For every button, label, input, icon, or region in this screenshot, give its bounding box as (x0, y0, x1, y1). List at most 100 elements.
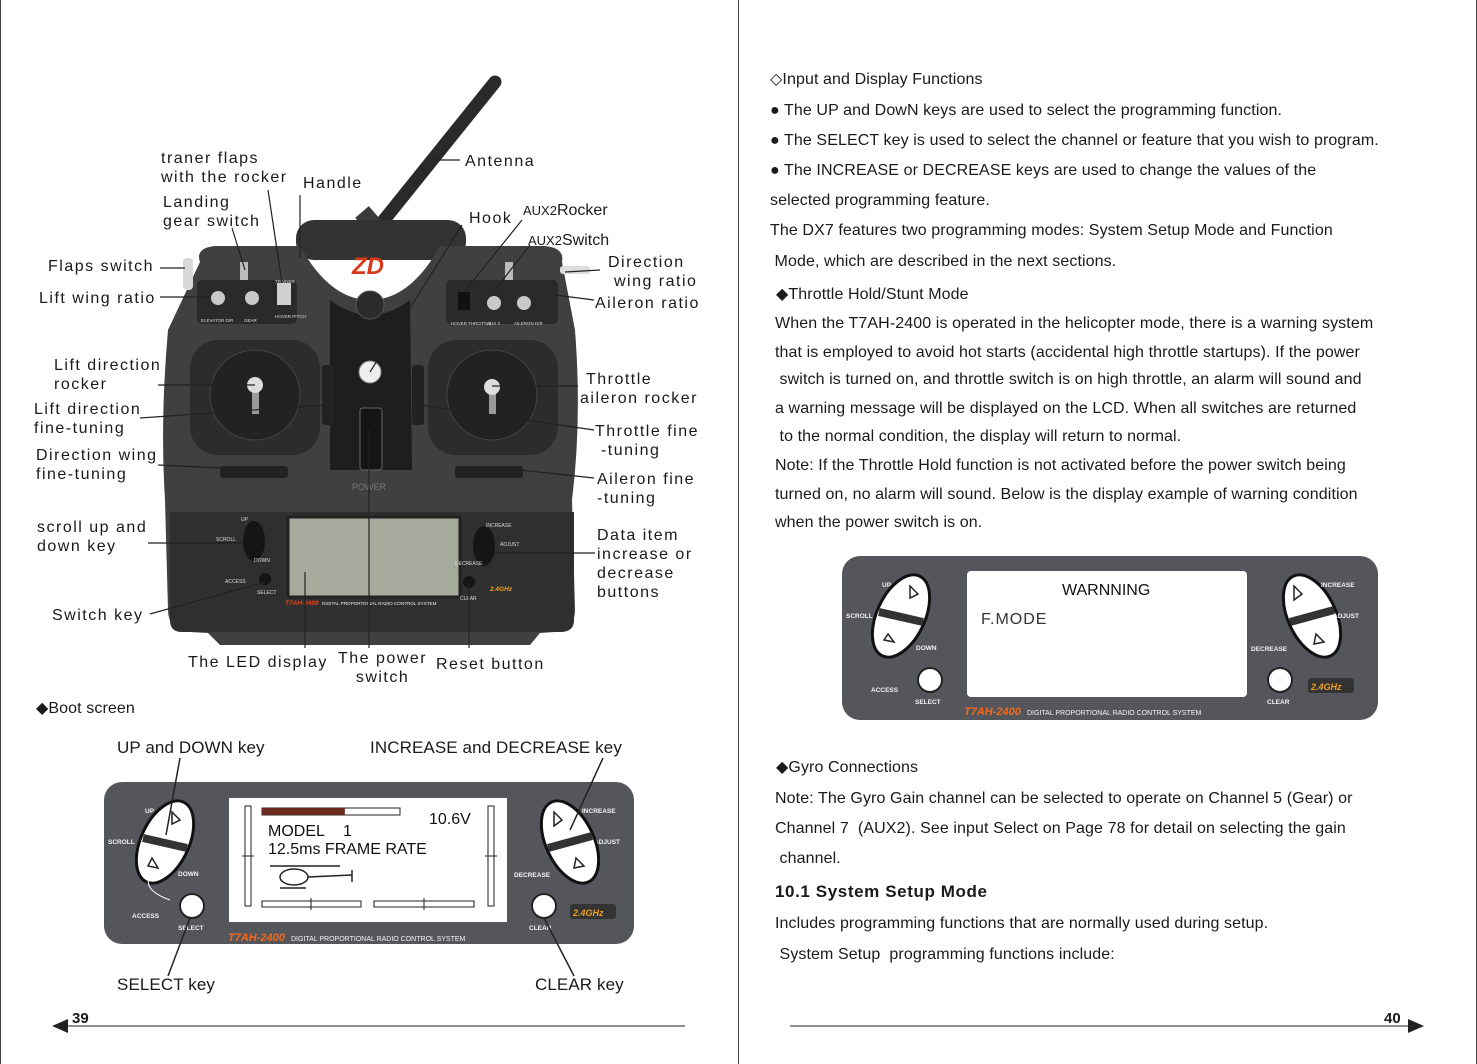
warn-footer: DIGITAL PROPORTIONAL RADIO CONTROL SYSTE… (1027, 710, 1202, 717)
warning-scroll-rocker[interactable] (861, 566, 942, 666)
body-line: When the T7AH-2400 is operated in the he… (775, 315, 1374, 332)
label-led-display: The LED display (188, 654, 328, 671)
switch-label-hover-throttle: HOVER THROTTLE (451, 321, 492, 326)
switch-label-aux2: AUX 2 (487, 321, 501, 326)
warning-adjust-rocker[interactable] (1272, 566, 1353, 666)
warning-select-key[interactable] (917, 667, 943, 693)
key-label-scroll: SCROLL (216, 537, 236, 543)
warning-clear-key[interactable] (1267, 667, 1293, 693)
boot-key-access: ACCESS (132, 913, 160, 920)
clear-button[interactable] (463, 576, 475, 588)
label-aileron-ratio: Aileron ratio (595, 295, 700, 312)
key-label-increase: INCREASE (486, 523, 512, 529)
brand-logo: ZD (351, 253, 384, 280)
body-line: Channel 7 (AUX2). See input Select on Pa… (775, 820, 1346, 837)
right-vertical-trim[interactable] (412, 365, 424, 425)
key-label-up: UP (241, 517, 249, 523)
key-label-access: ACCESS (225, 579, 246, 585)
page-number-right: 40 (1384, 1010, 1401, 1027)
warn-key-access: ACCESS (871, 687, 899, 694)
adjust-rocker[interactable] (473, 526, 495, 566)
boot-key-up: UP (145, 808, 155, 815)
key-label-adjust: ADJUST (500, 542, 519, 548)
warning-lcd (967, 571, 1247, 697)
boot-freq: 2.4GHz (572, 908, 604, 918)
left-page: ELEVATOR D/R GEAR HOVER PITCH HOVER THRO… (0, 0, 738, 1064)
body-line: to the normal condition, the display wil… (775, 428, 1182, 445)
boot-key-decrease: DECREASE (514, 872, 551, 879)
label-handle: Handle (303, 175, 363, 192)
body-line: ● The UP and DowN keys are used to selec… (770, 102, 1283, 119)
boot-key-clear: CLEAR (529, 925, 552, 932)
boot-key-increase: INCREASE (582, 808, 616, 815)
label-hook: Hook (469, 210, 513, 227)
section-heading: 10.1 System Setup Mode (775, 882, 988, 901)
boot-model-logo: T7AH-2400 (228, 932, 286, 944)
body-line: Note: The Gyro Gain channel can be selec… (775, 790, 1353, 807)
body-line: Note: If the Throttle Hold function is n… (775, 457, 1346, 474)
page-border-left (0, 0, 1, 1064)
freq-badge: 2.4GHz (489, 586, 513, 593)
boot-voltage: 10.6V (429, 811, 471, 828)
body-line: selected programming feature. (770, 192, 990, 209)
warning-mode: F.MODE (981, 611, 1047, 628)
boot-model-number: 1 (343, 823, 352, 840)
warn-key-select: SELECT (915, 699, 941, 706)
select-button[interactable] (259, 573, 271, 585)
switch-label-aileron: AILERON D/R (514, 321, 544, 326)
clear-key[interactable] (531, 893, 557, 919)
warn-key-decrease: DECREASE (1251, 646, 1288, 653)
right-stick-gimbal[interactable] (428, 340, 558, 455)
handle (296, 220, 466, 260)
warn-freq: 2.4GHz (1310, 682, 1342, 692)
leader-lines (139, 159, 601, 648)
power-switch[interactable] (359, 407, 383, 471)
warn-model-logo: T7AH-2400 (964, 706, 1022, 718)
boot-battery-fill (262, 808, 345, 815)
warning-panel: UP SCROLL DOWN ACCESS SELECT INCREASE AD… (842, 556, 1378, 720)
label-lift-wing-ratio: Lift wing ratio (39, 290, 156, 307)
body-line: a warning message will be displayed on t… (775, 400, 1357, 417)
warn-key-adjust: ADJUST (1333, 613, 1359, 620)
select-key[interactable] (179, 893, 205, 919)
lcd-display (286, 515, 462, 599)
right-horizontal-trim[interactable] (455, 466, 523, 478)
boot-key-down: DOWN (178, 871, 199, 878)
page-divider (738, 0, 739, 1064)
key-label-select: SELECT (257, 590, 276, 596)
switch-label-elevator: ELEVATOR D/R (201, 318, 234, 323)
transmitter-illustration: ELEVATOR D/R GEAR HOVER PITCH HOVER THRO… (139, 75, 601, 648)
label-switch-key: Switch key (52, 607, 144, 624)
label-reset-button: Reset button (436, 656, 545, 673)
body-line: ● The SELECT key is used to select the c… (770, 132, 1379, 149)
warn-key-scroll: SCROLL (846, 613, 873, 620)
label-antenna: Antenna (465, 153, 536, 170)
boot-footer: DIGITAL PROPORTIONAL RADIO CONTROL SYSTE… (291, 936, 466, 943)
body-line: channel. (775, 850, 841, 867)
body-line: that is employed to avoid hot starts (ac… (775, 344, 1360, 361)
boot-key-adjust: ADJUST (594, 839, 620, 846)
label-flaps-switch: Flaps switch (48, 258, 155, 275)
page-number-left: 39 (72, 1010, 89, 1027)
throttle-hold-heading: ◆Throttle Hold/Stunt Mode (776, 286, 969, 303)
gyro-heading: ◆Gyro Connections (776, 759, 919, 776)
left-stick-gimbal[interactable] (190, 340, 320, 455)
warning-title: WARNNING (1062, 582, 1150, 599)
boot-model: MODEL (268, 823, 325, 840)
scroll-rocker[interactable] (243, 521, 265, 561)
left-vertical-trim[interactable] (322, 365, 334, 425)
boot-screen-heading: ◆Boot screen (36, 700, 135, 717)
body-line: Mode, which are described in the next se… (770, 253, 1117, 270)
left-horizontal-trim[interactable] (220, 466, 288, 478)
switch-label-hover-pitch: HOVER PITCH (275, 314, 306, 319)
boot-key-select: SELECT (178, 925, 204, 932)
